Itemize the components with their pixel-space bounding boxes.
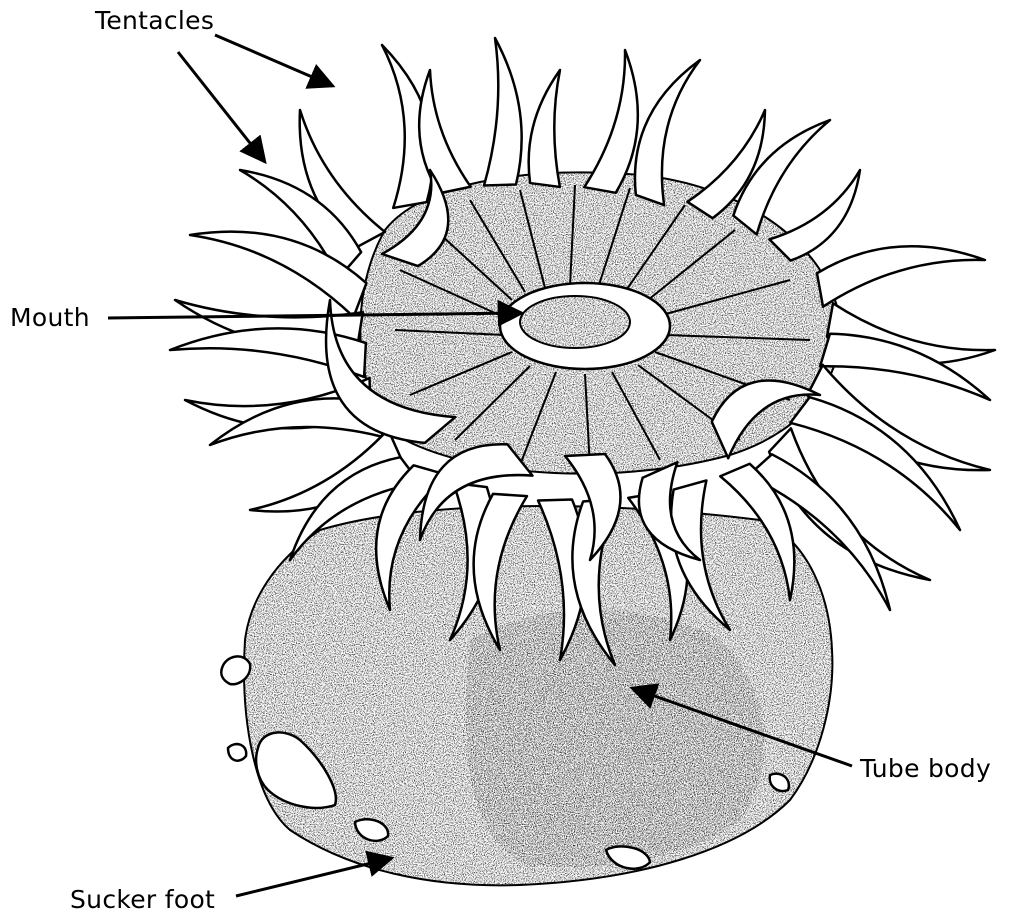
sucker-foot-arrow xyxy=(236,858,392,896)
label-tube-body: Tube body xyxy=(860,756,991,781)
mouth-shape xyxy=(500,283,670,369)
tentacle xyxy=(529,70,560,187)
label-mouth: Mouth xyxy=(10,305,90,330)
tentacle xyxy=(584,50,638,193)
tentacle xyxy=(769,170,860,261)
tentacles-arrow-1 xyxy=(215,35,333,86)
label-tentacles: Tentacles xyxy=(95,8,214,33)
tube-body-shape xyxy=(244,506,832,885)
tentacle xyxy=(484,38,522,186)
tentacle xyxy=(817,246,985,306)
label-sucker-foot: Sucker foot xyxy=(70,887,215,912)
tentacles-arrow-2 xyxy=(178,52,265,162)
